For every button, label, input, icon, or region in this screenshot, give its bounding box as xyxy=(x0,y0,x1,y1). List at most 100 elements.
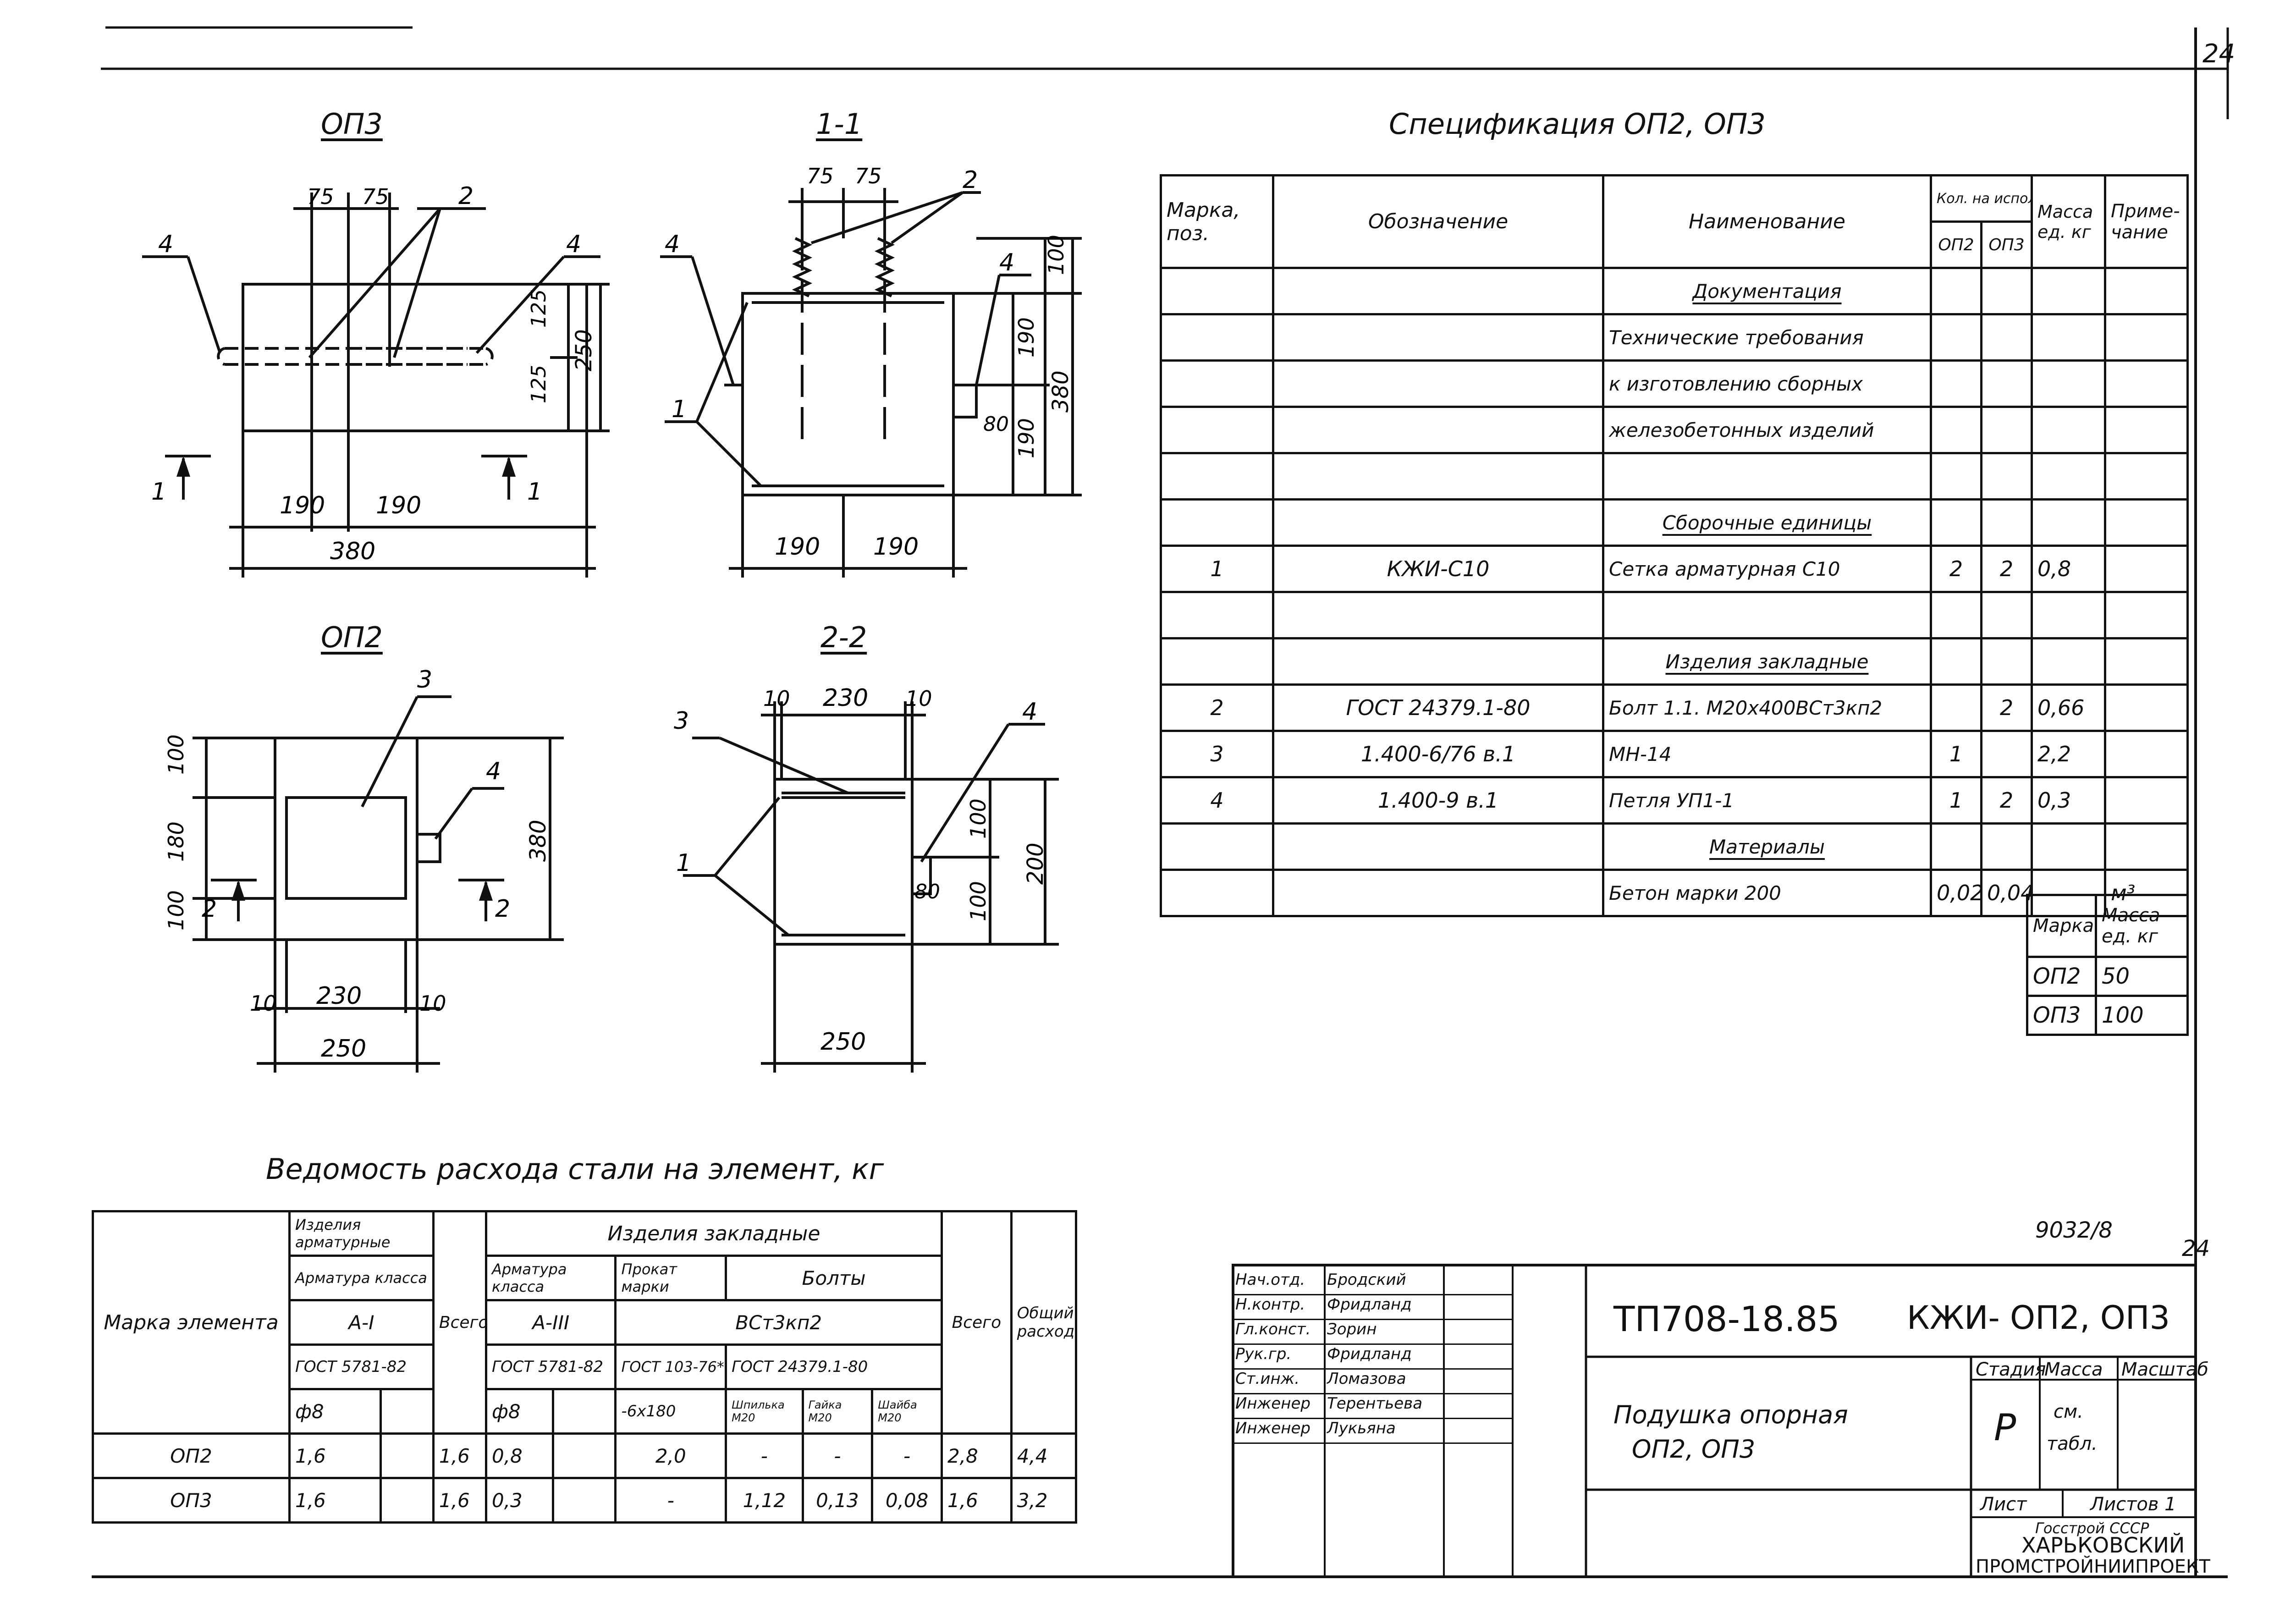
dim-label: 190 xyxy=(1014,418,1039,458)
spec-row: Технические требования xyxy=(1160,313,2189,362)
spec-row xyxy=(1160,591,2189,639)
dim-label: 250 xyxy=(571,329,597,371)
section-1-dimension-labels: 75 75 2 4 4 100 190 380 80 190 1 190 190 xyxy=(665,164,1074,561)
mass-cell-mass: 100 xyxy=(2095,995,2189,1036)
spec-cell-note xyxy=(2104,313,2189,362)
steel-header-rolled: Прокат марки xyxy=(614,1255,727,1301)
dim-label: 80 xyxy=(914,880,940,903)
spec-row: Сборочные единицы xyxy=(1160,498,2189,547)
steel-cell-nut: 0,13 xyxy=(801,1477,874,1524)
spec-cell-op3 xyxy=(1980,406,2033,454)
spec-cell-mass: 0,66 xyxy=(2031,683,2107,732)
spec-cell-mass xyxy=(2031,452,2107,501)
spec-cell-name: Сборочные единицы xyxy=(1602,498,1932,547)
spec-cell-op3 xyxy=(1980,730,2033,778)
staff-name: Зорин xyxy=(1327,1320,1377,1338)
callout-number: 3 xyxy=(674,707,689,735)
staff-name: Терентьева xyxy=(1327,1394,1423,1413)
staff-role: Гл.конст. xyxy=(1235,1320,1311,1338)
steel-cell-ai: 1,6 xyxy=(288,1432,382,1479)
spec-cell-designation xyxy=(1272,869,1604,917)
spec-cell-mass xyxy=(2031,822,2107,871)
spec-cell-op3 xyxy=(1980,267,2033,315)
spec-row xyxy=(1160,452,2189,501)
steel-cell-total2: 1,6 xyxy=(940,1477,1013,1524)
mass-value-line1: см. xyxy=(2054,1401,2083,1422)
dim-label: 190 xyxy=(873,533,919,561)
dim-label: 190 xyxy=(280,492,325,519)
steel-header-stud: Шпилька М20 xyxy=(725,1388,804,1435)
dim-label: 250 xyxy=(820,1028,866,1056)
spec-cell-designation xyxy=(1272,267,1604,315)
steel-cell-washer: - xyxy=(871,1432,943,1479)
spec-cell-mark xyxy=(1160,822,1274,871)
callout-number: 3 xyxy=(417,666,432,694)
spec-cell-op3 xyxy=(1980,359,2033,408)
spec-cell-op2 xyxy=(1930,591,1982,639)
staff-row-divider xyxy=(1233,1418,1513,1419)
spec-cell-name: железобетонных изделий xyxy=(1602,406,1932,454)
document-code: КЖИ- ОП2, ОП3 xyxy=(1907,1299,2170,1337)
section-mark: 1 xyxy=(151,478,166,506)
callout-number: 2 xyxy=(458,182,474,210)
dim-label: 180 xyxy=(164,821,188,862)
spec-cell-note xyxy=(2104,545,2189,593)
spec-cell-op2 xyxy=(1930,498,1982,547)
archive-code: 9032/8 xyxy=(2035,1217,2113,1243)
spec-cell-note xyxy=(2104,683,2189,732)
dim-label: 75 xyxy=(807,164,834,188)
steel-cell-total1: 1,6 xyxy=(432,1432,487,1479)
spec-cell-note xyxy=(2104,591,2189,639)
staff-name: Фридланд xyxy=(1327,1345,1412,1363)
spec-cell-mass: 0,3 xyxy=(2031,776,2107,825)
spec-cell-op2 xyxy=(1930,637,1982,686)
spec-cell-designation xyxy=(1272,313,1604,362)
spec-row: Изделия закладные xyxy=(1160,637,2189,686)
steel-cell-stud: 1,12 xyxy=(725,1477,804,1524)
spec-cell-mass xyxy=(2031,637,2107,686)
view-title-op2: ОП2 xyxy=(321,621,383,654)
dim-label: 80 xyxy=(983,413,1009,436)
dim-label: 75 xyxy=(362,184,389,209)
spec-cell-name xyxy=(1602,452,1932,501)
spec-cell-op3: 0,04 xyxy=(1980,869,2033,917)
spec-cell-op2: 1 xyxy=(1930,730,1982,778)
dim-label: 100 xyxy=(966,881,991,921)
spec-cell-note xyxy=(2104,637,2189,686)
stage-value: Р xyxy=(1994,1406,2016,1449)
op2-dimension-labels: 3 4 100 180 100 380 2 2 10 230 10 250 xyxy=(164,666,551,1062)
steel-cell-aiii: 0,3 xyxy=(485,1477,555,1524)
spec-cell-designation xyxy=(1272,406,1604,454)
staff-role: Нач.отд. xyxy=(1235,1271,1305,1289)
steel-cell-aiii-empty xyxy=(552,1432,617,1479)
steel-header-empty xyxy=(379,1388,435,1435)
spec-cell-designation: 1.400-9 в.1 xyxy=(1272,776,1604,825)
dim-label: 100 xyxy=(164,890,188,930)
steel-header-phi8: ф8 xyxy=(288,1388,382,1435)
spec-cell-op2 xyxy=(1930,406,1982,454)
steel-cell-ai-empty xyxy=(379,1432,435,1479)
title-header-sheets: Листов 1 xyxy=(2090,1494,2176,1515)
spec-row: к изготовлению сборных xyxy=(1160,359,2189,408)
mass-cell-mark: ОП3 xyxy=(2026,995,2097,1036)
spec-cell-mass xyxy=(2031,267,2107,315)
staff-name: Лукьяна xyxy=(1327,1419,1396,1437)
org-line3: ПРОМСТРОЙНИИПРОЕКТ xyxy=(1976,1556,2210,1577)
spec-cell-designation: КЖИ-С10 xyxy=(1272,545,1604,593)
spec-cell-designation xyxy=(1272,822,1604,871)
spec-cell-op2: 1 xyxy=(1930,776,1982,825)
spec-cell-mark xyxy=(1160,591,1274,639)
staff-row-divider xyxy=(1233,1368,1513,1370)
steel-header-gost103: ГОСТ 103-76* xyxy=(614,1343,727,1390)
org-line2: ХАРЬКОВСКИЙ xyxy=(2021,1533,2185,1558)
steel-cell-mark: ОП3 xyxy=(92,1477,291,1524)
section-2-dimension-labels: 10 230 10 3 4 1 100 200 80 100 250 xyxy=(674,684,1048,1056)
